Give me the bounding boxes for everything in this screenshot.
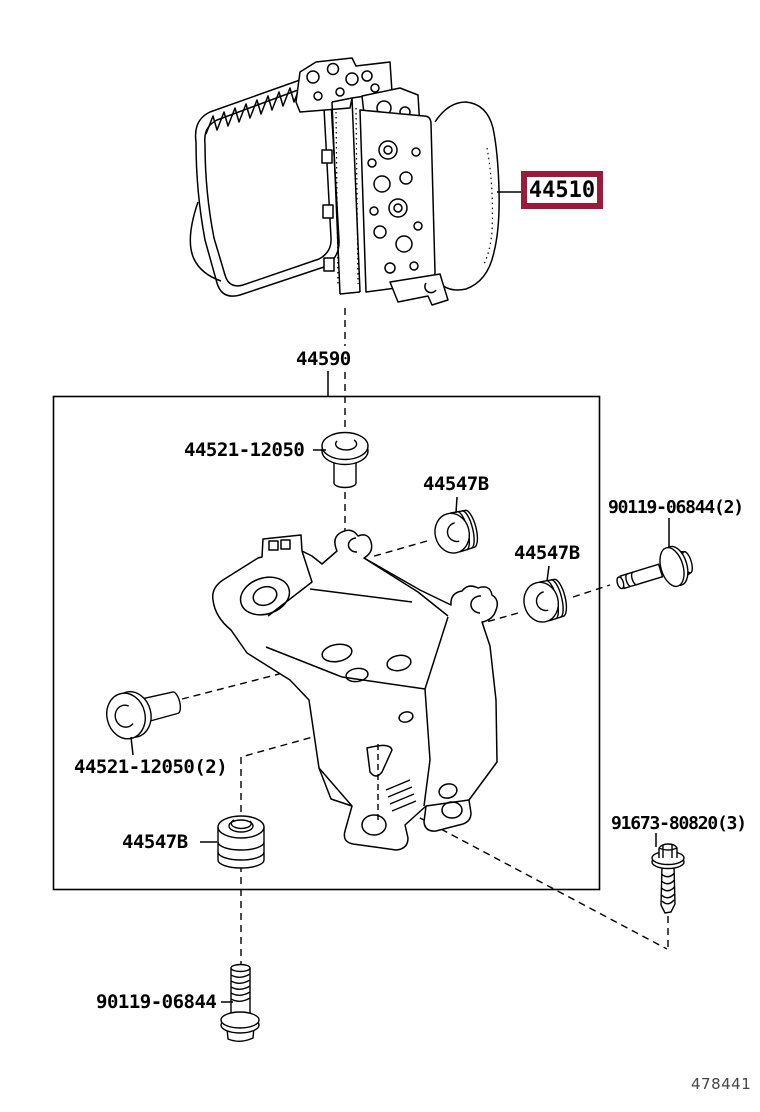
selected-part-callout[interactable]: 44510: [521, 171, 603, 209]
callout-assembly-44590[interactable]: 44590: [296, 348, 351, 370]
bolt-lower-right-drawing: [651, 843, 685, 914]
bolt-bottom-drawing: [220, 963, 260, 1042]
callout-clip-top[interactable]: 44521-12050: [184, 439, 305, 461]
clip-top-drawing: [321, 431, 369, 489]
callout-bolt-right[interactable]: 90119-06844(2): [608, 497, 744, 518]
abs-actuator-drawing: [189, 57, 500, 306]
callout-cushion-upper[interactable]: 44547B: [423, 473, 489, 495]
callout-bolt-lower-right[interactable]: 91673-80820(3): [611, 813, 747, 834]
callout-clip-left[interactable]: 44521-12050(2): [74, 756, 228, 778]
cushion-lower-drawing: [217, 815, 265, 869]
callout-cushion-lower[interactable]: 44547B: [122, 831, 188, 853]
callout-cushion-middle[interactable]: 44547B: [514, 542, 580, 564]
selected-part-label: 44510: [528, 177, 596, 203]
cushion-upper-drawing: [430, 507, 482, 558]
drawing-number: 478441: [691, 1075, 752, 1093]
callout-bolt-bottom[interactable]: 90119-06844: [96, 991, 217, 1013]
kit-boundary-box: [52, 395, 601, 891]
mounting-bracket-drawing: [211, 529, 499, 851]
leader-lines: [130, 191, 670, 1003]
bolt-right-drawing: [616, 545, 693, 590]
cushion-middle-drawing: [519, 576, 571, 627]
clip-left-drawing: [106, 691, 182, 740]
